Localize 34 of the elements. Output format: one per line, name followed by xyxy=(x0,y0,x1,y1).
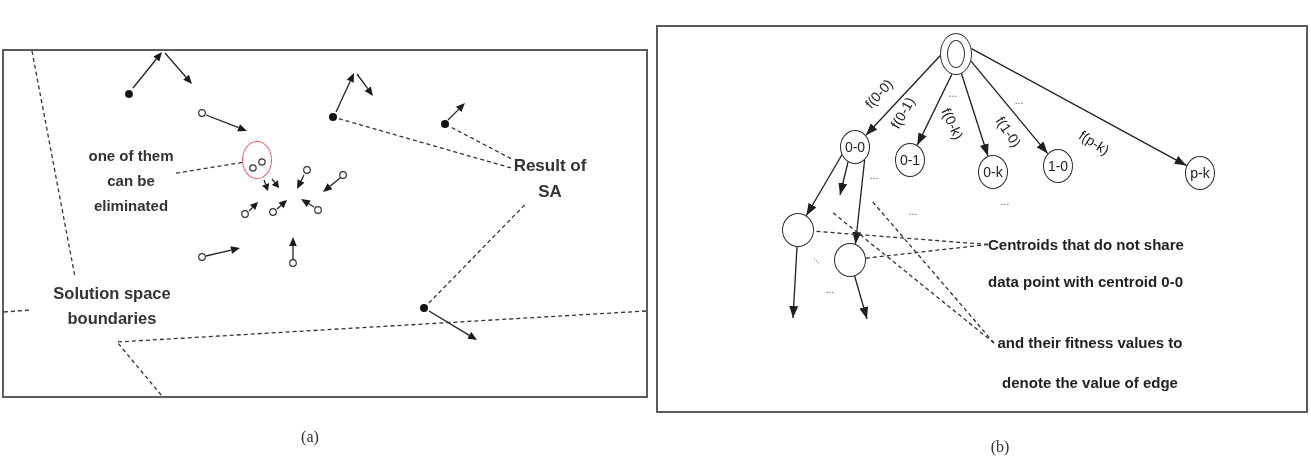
annotation-text: and their fitness values to denote the value of edge xyxy=(994,323,1186,403)
annotation-text: Centroids that do not share data point with centroid 0-0 xyxy=(988,226,1192,300)
ellipsis-text: ... xyxy=(1000,197,1010,207)
arrow xyxy=(865,55,941,136)
leader-line xyxy=(831,211,995,344)
filled-point-icon xyxy=(441,120,449,128)
ellipsis-text: ... xyxy=(811,252,825,266)
leader-line xyxy=(175,161,243,174)
leader-line xyxy=(426,204,526,306)
filled-point-icon xyxy=(420,304,428,312)
diagram-panel xyxy=(2,49,648,398)
arrow xyxy=(916,73,953,146)
leader-line xyxy=(871,200,995,344)
leader-line xyxy=(865,243,989,259)
arrow xyxy=(960,73,989,157)
arrow xyxy=(854,275,868,320)
arrow xyxy=(852,159,866,245)
annotation-text: Result of SA xyxy=(511,153,589,205)
ellipsis-text: ... xyxy=(1014,96,1024,106)
annotation-text: one of them can be eliminated xyxy=(86,143,176,218)
annotation-text: Solution space boundaries xyxy=(51,281,173,331)
leader-line xyxy=(336,117,512,169)
panel-caption: (b) xyxy=(990,438,1010,456)
ellipsis-text: ... xyxy=(948,89,958,99)
ellipsis-text: ... xyxy=(869,171,879,181)
ellipsis-text: ... xyxy=(825,285,835,295)
ellipsis-text: ... xyxy=(908,207,918,217)
arrow xyxy=(970,47,1188,167)
arrow xyxy=(838,161,849,196)
arrow xyxy=(805,154,843,217)
panel-caption: (a) xyxy=(301,428,319,446)
arrow xyxy=(970,60,1049,155)
filled-point-icon xyxy=(329,113,337,121)
arrow xyxy=(789,246,799,319)
